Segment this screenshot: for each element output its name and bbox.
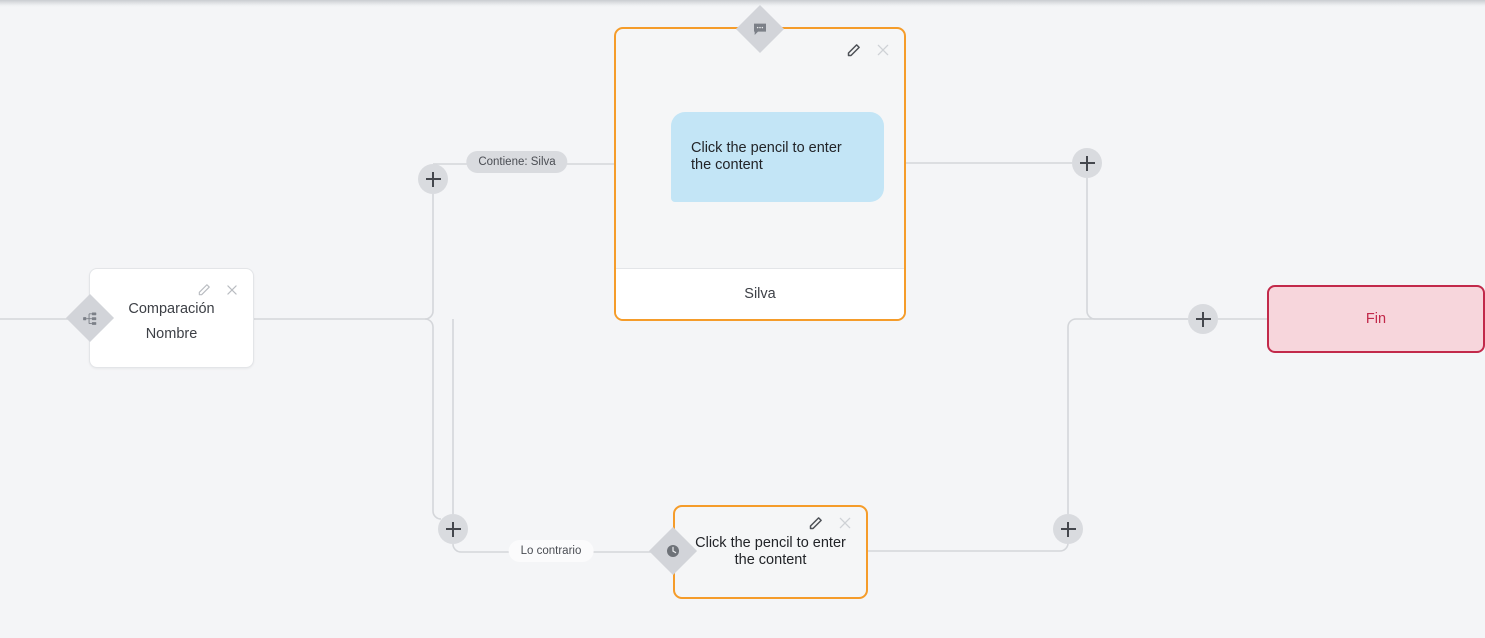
message-card-body: Click the pencil to enter the content — [616, 29, 904, 269]
add-node-button[interactable] — [438, 514, 468, 544]
pencil-icon[interactable] — [195, 281, 213, 299]
comparison-title: Comparación — [128, 301, 215, 317]
add-node-button[interactable] — [1072, 148, 1102, 178]
message-card-footer: Silva — [616, 268, 904, 319]
edge-comparison-true-up — [254, 194, 434, 320]
node-end[interactable]: Fin — [1267, 285, 1485, 353]
message-bubble: Click the pencil to enter the content — [671, 112, 884, 203]
edge-wait-to-plus — [868, 542, 1069, 552]
edge-merge-to-end — [1067, 318, 1188, 514]
edge-plus-down-to-end — [1086, 178, 1188, 320]
close-icon[interactable] — [874, 41, 892, 59]
close-icon[interactable] — [836, 514, 854, 532]
wait-card-text: Click the pencil to enter the content — [695, 535, 846, 569]
edge-label-lo-contrario[interactable]: Lo contrario — [508, 540, 594, 562]
add-node-button[interactable] — [1188, 304, 1218, 334]
add-node-button[interactable] — [1053, 514, 1083, 544]
chat-bubble-icon — [735, 4, 785, 54]
node-comparison[interactable]: Comparación Nombre — [89, 268, 254, 368]
edge-to-wait-card — [452, 543, 673, 553]
edge-false-down — [424, 318, 442, 520]
add-node-button[interactable] — [418, 164, 448, 194]
pencil-icon[interactable] — [844, 41, 862, 59]
node-wait-card[interactable]: Click the pencil to enter the content — [673, 505, 868, 599]
edge-label-contiene-silva[interactable]: Contiene: Silva — [466, 151, 568, 173]
pencil-icon[interactable] — [806, 514, 824, 532]
node-message-card[interactable]: Click the pencil to enter the content Si… — [614, 27, 906, 321]
clock-icon — [648, 526, 698, 576]
comparison-subtitle: Nombre — [145, 326, 198, 342]
branch-split-icon — [65, 293, 115, 343]
close-icon[interactable] — [223, 281, 241, 299]
